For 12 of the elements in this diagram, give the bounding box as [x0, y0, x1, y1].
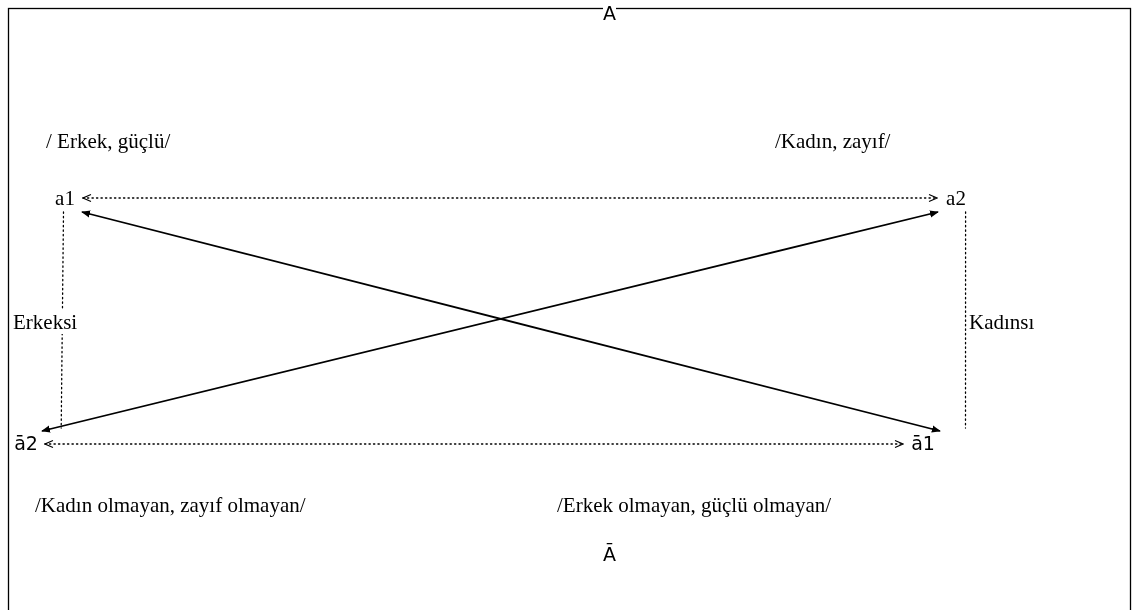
arrow — [44, 439, 904, 449]
term-label: a1 — [50, 185, 80, 211]
arrow — [82, 193, 938, 203]
term-caption: /Kadın olmayan, zayıf olmayan/ — [35, 492, 306, 518]
term-label: a2 — [940, 185, 972, 211]
term-label: ā2 — [10, 430, 42, 456]
connector-line — [60, 211, 65, 429]
connector-line — [964, 211, 967, 429]
term-caption: /Kadın, zayıf/ — [775, 128, 891, 154]
edge-label: Erkeksi — [12, 310, 79, 334]
term-caption: / Erkek, güçlü/ — [46, 128, 171, 154]
term-label: ā1 — [906, 430, 940, 456]
